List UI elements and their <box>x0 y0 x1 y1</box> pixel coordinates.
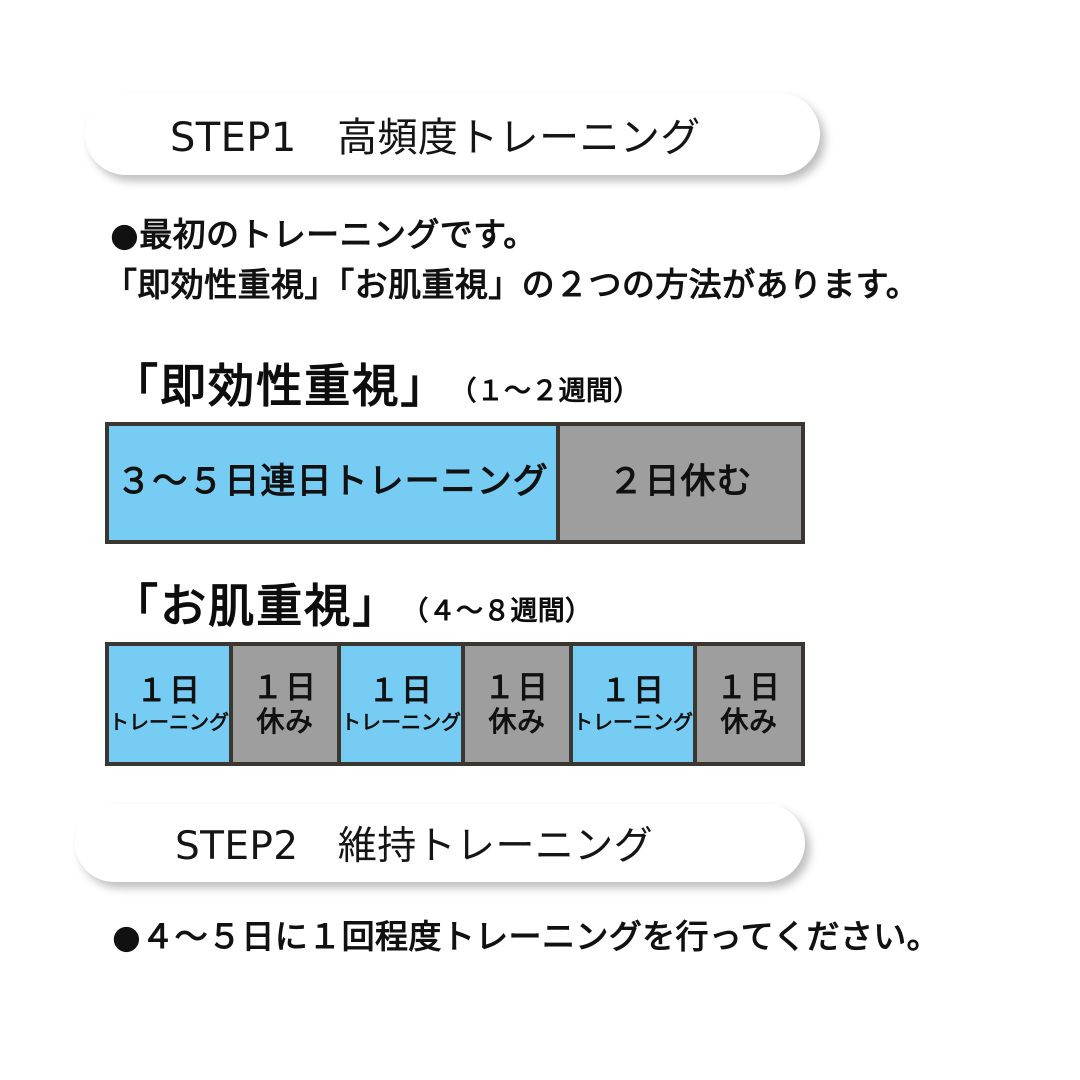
schedule-cell-activity: 休み <box>488 704 546 738</box>
intro-line-1: ●最初のトレーニングです。 <box>110 215 537 254</box>
schedule-cell-training: １日 トレーニング <box>573 646 697 762</box>
schedule-cell-day: １日 <box>600 673 666 710</box>
schedule-cell-day: １日 <box>716 669 782 706</box>
section-heading-sokkousei-main: 「即効性重視」 <box>112 359 449 413</box>
section-heading-ohada-duration: （４～８週間） <box>401 596 593 627</box>
schedule-cell-training: １日 トレーニング <box>109 646 233 762</box>
section-heading-ohada-main: 「お肌重視」 <box>112 579 401 633</box>
schedule-cell-rest: ２日休む <box>560 426 801 540</box>
step1-header-pill: STEP1 高頻度トレーニング <box>85 93 820 175</box>
section-heading-sokkousei: 「即効性重視」 （１～２週間） <box>112 350 640 416</box>
schedule-cell-day: １日 <box>252 669 318 706</box>
schedule-cell-training: １日 トレーニング <box>341 646 465 762</box>
schedule-cell-activity: トレーニング <box>109 710 229 735</box>
schedule-bar-sokkousei: ３～５日連日トレーニング ２日休む <box>105 422 805 544</box>
schedule-cell-activity: 休み <box>256 704 314 738</box>
schedule-bar-ohada: １日 トレーニング １日 休み １日 トレーニング １日 休み １日 トレーニン… <box>105 642 805 766</box>
schedule-cell-rest: １日 休み <box>233 646 341 762</box>
schedule-cell-label: ３～５日連日トレーニング <box>116 462 549 503</box>
schedule-cell-label: ２日休む <box>608 462 753 503</box>
section-heading-sokkousei-duration: （１～２週間） <box>449 376 641 407</box>
schedule-cell-day: １日 <box>368 673 434 710</box>
schedule-cell-activity: 休み <box>720 704 778 738</box>
section-heading-ohada: 「お肌重視」 （４～８週間） <box>112 570 592 636</box>
schedule-cell-training: ３～５日連日トレーニング <box>109 426 560 540</box>
schedule-cell-rest: １日 休み <box>465 646 573 762</box>
schedule-cell-rest: １日 休み <box>697 646 801 762</box>
step1-header-label: STEP1 高頻度トレーニング <box>170 115 701 161</box>
step2-note: ●４～５日に１回程度トレーニングを行ってください。 <box>112 917 941 956</box>
schedule-cell-activity: トレーニング <box>341 710 461 735</box>
intro-line-2: 「即効性重視」「お肌重視」の２つの方法があります。 <box>104 265 920 304</box>
schedule-cell-activity: トレーニング <box>573 710 693 735</box>
step2-header-pill: STEP2 維持トレーニング <box>75 804 805 882</box>
schedule-cell-day: １日 <box>136 673 202 710</box>
step2-header-label: STEP2 維持トレーニング <box>175 824 654 869</box>
schedule-cell-day: １日 <box>484 669 550 706</box>
